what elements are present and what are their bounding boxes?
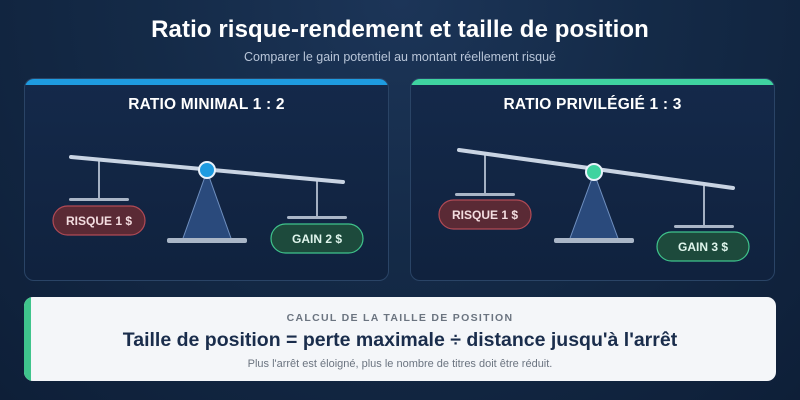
position-size-card: CALCUL DE LA TAILLE DE POSITION Taille d…: [24, 297, 776, 381]
risk-label: RISQUE 1 $: [66, 214, 132, 228]
panel-title: RATIO MINIMAL 1 : 2: [128, 96, 285, 113]
gain-badge: [270, 223, 364, 254]
balance-scale-diagram: RISQUE 1 $ GAIN 2 $: [52, 155, 364, 254]
scale-pivot: [585, 163, 603, 181]
panel-title: RATIO PRIVILÉGIÉ 1 : 3: [503, 96, 682, 113]
panel-minimal-ratio: RATIO MINIMAL 1 : 2 RISQUE 1 $ GAIN 2 $: [24, 78, 389, 281]
risk-badge: [438, 199, 532, 230]
position-size-formula: Taille de position = perte maximale ÷ di…: [122, 329, 678, 351]
scale-stand: [181, 169, 233, 242]
panel-accent-bar: [411, 79, 774, 85]
gain-label: GAIN 3 $: [678, 240, 728, 254]
panel-preferred-ratio: RATIO PRIVILÉGIÉ 1 : 3 RISQUE 1 $ GAIN 3…: [410, 78, 775, 281]
left-pan: [69, 198, 129, 201]
card-accent-bar: [24, 297, 31, 381]
right-pan: [287, 216, 347, 219]
gain-label: GAIN 2 $: [292, 232, 342, 246]
risk-label: RISQUE 1 $: [452, 208, 518, 222]
scale-pivot: [198, 161, 216, 179]
card-label: CALCUL DE LA TAILLE DE POSITION: [286, 312, 514, 324]
panel-accent-bar: [25, 79, 388, 85]
scale-base: [167, 238, 247, 243]
page-subtitle: Comparer le gain potentiel au montant ré…: [244, 50, 556, 64]
scale-stand: [568, 171, 620, 242]
risk-badge: [52, 205, 146, 236]
balance-scale-diagram: RISQUE 1 $ GAIN 3 $: [438, 148, 750, 262]
card-note: Plus l'arrêt est éloigné, plus le nombre…: [247, 358, 553, 370]
scale-base: [554, 238, 634, 243]
left-pan: [455, 193, 515, 196]
right-pan: [674, 225, 734, 228]
page-title: Ratio risque-rendement et taille de posi…: [151, 16, 649, 43]
gain-badge: [656, 231, 750, 262]
